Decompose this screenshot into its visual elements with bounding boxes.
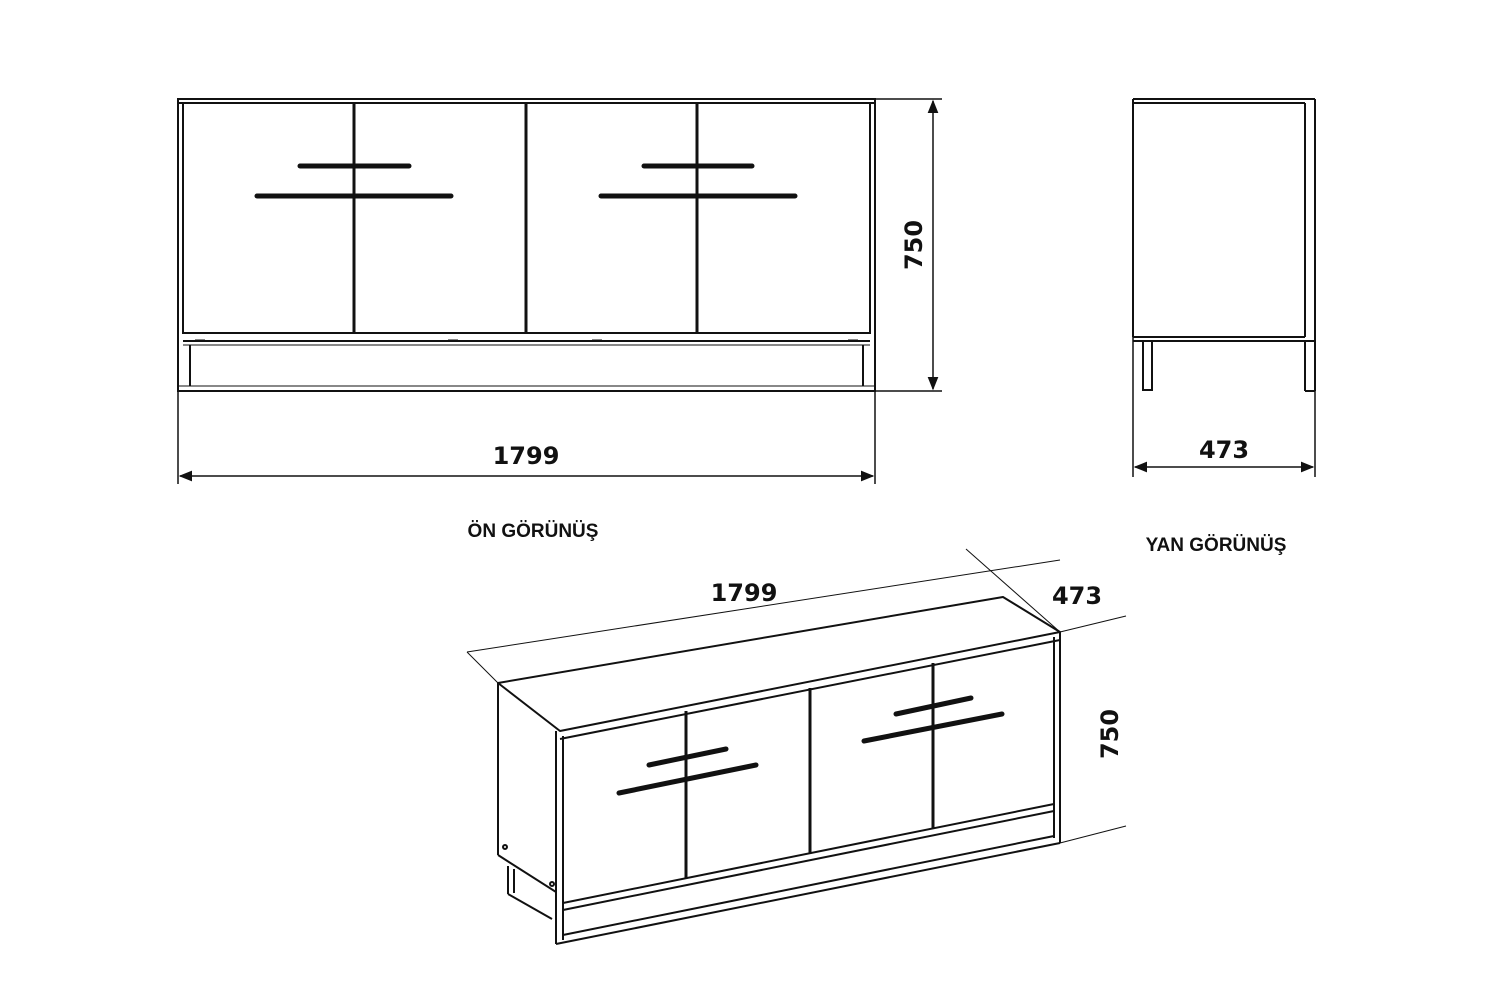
side-leg-front bbox=[1142, 340, 1153, 391]
iso-top-surface bbox=[497, 596, 1061, 732]
iso-handles bbox=[616, 695, 1005, 796]
front-view-caption: ÖN GÖRÜNÜŞ bbox=[468, 521, 599, 542]
side-depth-dimension bbox=[1132, 337, 1316, 477]
front-height-dimension bbox=[875, 98, 942, 392]
side-depth-label: 473 bbox=[1199, 436, 1249, 464]
side-view bbox=[1132, 98, 1316, 392]
front-handles bbox=[254, 163, 798, 199]
iso-handle-long-left bbox=[616, 762, 759, 796]
iso-view bbox=[497, 596, 1061, 945]
front-width-label: 1799 bbox=[493, 442, 560, 470]
side-view-caption: YAN GÖRÜNÜŞ bbox=[1146, 535, 1287, 556]
front-frame bbox=[177, 98, 876, 392]
iso-width-label: 1799 bbox=[711, 579, 778, 607]
iso-depth-label: 473 bbox=[1052, 582, 1102, 610]
iso-handle-short-left bbox=[646, 746, 729, 768]
iso-height-label: 750 bbox=[1096, 709, 1124, 759]
front-height-label: 750 bbox=[900, 220, 928, 270]
front-view bbox=[177, 98, 876, 392]
iso-handle-long-right bbox=[861, 711, 1005, 744]
iso-dimension-lines bbox=[466, 548, 1127, 844]
iso-handle-short-right bbox=[893, 695, 974, 717]
front-width-dimension bbox=[177, 391, 876, 484]
